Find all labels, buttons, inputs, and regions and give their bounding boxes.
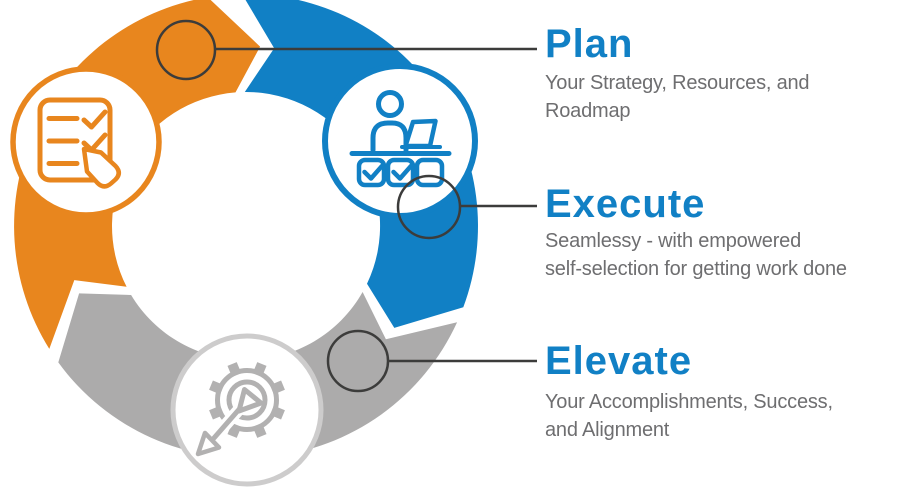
checklist-pencil-icon bbox=[37, 97, 121, 189]
plan-title: Plan bbox=[545, 22, 634, 66]
elevate-title: Elevate bbox=[545, 339, 693, 383]
plan-connector-circle bbox=[155, 19, 217, 81]
plan-description: Your Strategy, Resources, and Roadmap bbox=[545, 72, 810, 122]
gear-target-arrow-icon bbox=[195, 362, 285, 457]
elevate-connector bbox=[326, 329, 537, 393]
execute-title: Execute bbox=[545, 182, 706, 226]
elevate-description: Your Accomplishments, Success, and Align… bbox=[545, 391, 833, 441]
elevate-connector-circle bbox=[326, 329, 390, 393]
execute-connector-circle bbox=[396, 174, 462, 240]
execute-description: Seamlessy - with empowered self-selectio… bbox=[545, 230, 847, 280]
execute-connector bbox=[396, 174, 537, 240]
person-at-desk-icon bbox=[349, 90, 452, 188]
plan-connector bbox=[155, 19, 537, 81]
